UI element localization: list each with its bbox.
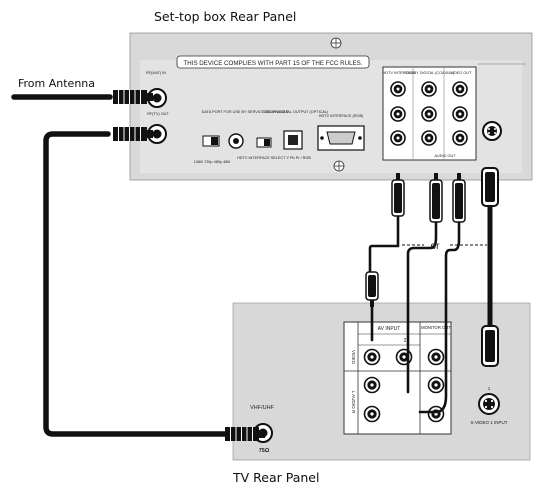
fcc-notice-box (176, 55, 370, 69)
rca-plug-icon (391, 173, 405, 217)
rca-jack-icon (363, 348, 381, 366)
resolution-label: 1080i 720p 480p 480i (194, 160, 231, 164)
av-input-label: AV INPUT (378, 326, 401, 332)
rca-jack-icon (421, 106, 437, 122)
rca-jack-icon (452, 130, 468, 146)
settop-box-panel: THIS DEVICE COMPLIES WITH PART 15 OF THE… (129, 32, 533, 181)
audio-vertical-label: L AUDIO R (351, 391, 356, 414)
monitor-out-label: MONITOR OUT (421, 325, 451, 330)
rca-jack-icon (452, 106, 468, 122)
video-out-label: VIDEO OUT (451, 71, 473, 75)
tv-rear-panel: VHF/UHF 75Ω AV INPUT 2 MONITOR OUT VIDEO… (232, 302, 531, 461)
coax-plug-icon (113, 90, 153, 104)
vhf-uhf-label: VHF/UHF (250, 405, 274, 411)
svideo-out-jack (482, 121, 502, 141)
video-vertical-label: VIDEO (351, 350, 356, 365)
coax-plug-icon (113, 127, 153, 141)
rf-in-label: RF(ANT) IN (146, 71, 166, 75)
rgb-label: HDTV INTERFACE (RGB) (319, 114, 364, 118)
rca-jack-icon (421, 130, 437, 146)
rca-plug-icon (429, 173, 443, 223)
svideo-plug-icon (481, 167, 499, 207)
rca-jack-icon (452, 81, 468, 97)
rca-jack-grid (390, 81, 468, 146)
svideo-number: 1 (488, 386, 491, 391)
rf-in-jack (147, 88, 167, 108)
screw-icon (330, 37, 342, 49)
optical-out-label: DOLBY DIGITAL OUTPUT (OPTICAL) (264, 110, 329, 114)
svideo-plug-icon (481, 325, 499, 367)
rca-jack-icon (390, 130, 406, 146)
from-antenna-label: From Antenna (18, 77, 96, 90)
rf-out-label: RF(TV) OUT (147, 112, 169, 116)
rca-jack-icon (363, 376, 381, 394)
coax-plug-icon (225, 427, 265, 441)
service-port-label: DATA PORT FOR USE BY SERVICE TECHNICIAN (202, 110, 289, 114)
connector-plugs (113, 90, 499, 441)
rca-jack-icon (363, 405, 381, 423)
audio-out-label: AUDIO OUT (434, 154, 456, 158)
rca-jack-icon (427, 348, 445, 366)
fcc-notice-text: THIS DEVICE COMPLIES WITH PART 15 OF THE… (183, 60, 362, 67)
rca-jack-icon (390, 81, 406, 97)
rca-plug-icon (365, 271, 379, 307)
rca-jack-icon (390, 106, 406, 122)
rca-jack-icon (421, 81, 437, 97)
svideo-in-jack (478, 393, 500, 415)
av-input-col2: 2 (404, 338, 407, 344)
ohm-label: 75Ω (259, 448, 270, 454)
settop-box-title: Set-top box Rear Panel (154, 9, 297, 24)
screw-icon (333, 160, 345, 172)
hdtv-select-label: HDTV INTERFACE SELECT Y Pb Pr / RGB (237, 156, 311, 160)
hdtv-interface-label: HDTV INTERFACE (383, 71, 416, 75)
cables (11, 94, 493, 437)
rca-plug-icon (452, 173, 466, 223)
tv-panel-title: TV Rear Panel (233, 470, 320, 485)
svideo-input-label: S-VIDEO 1 INPUT (470, 420, 507, 425)
dolby-coaxial-label: DOLBY DIGITAL (COAXIAL) (406, 71, 455, 75)
or-label: or (431, 241, 441, 252)
rca-jack-icon (427, 376, 445, 394)
